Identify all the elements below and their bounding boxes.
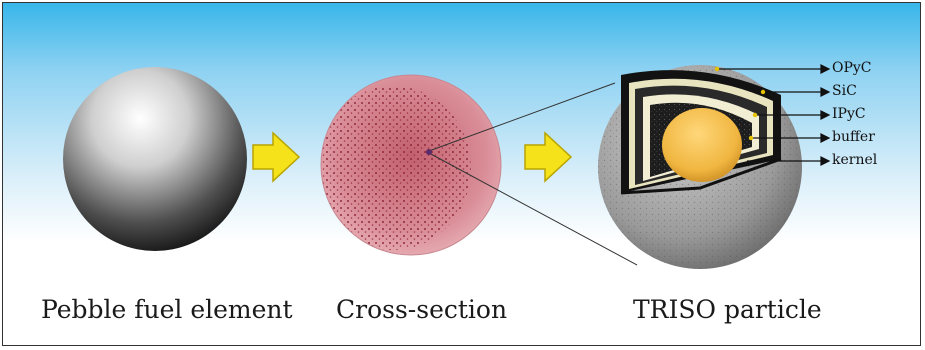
caption-cross-section: Cross-section [336, 295, 507, 324]
cross-section-disc [315, 75, 501, 255]
diagram-frame: OPyC SiC IPyC buffer kernel Pebble fuel … [2, 2, 921, 346]
caption-pebble: Pebble fuel element [41, 295, 293, 324]
arrow-right-icon [253, 133, 299, 181]
layer-label-opyc: OPyC [832, 60, 872, 76]
arrow-right-icon-2 [525, 133, 571, 181]
layer-label-buffer: buffer [832, 129, 875, 145]
pebble-sphere [63, 67, 247, 251]
caption-triso: TRISO particle [633, 295, 822, 324]
zoom-point [426, 149, 432, 155]
layer-label-ipyc: IPyC [832, 106, 866, 122]
layer-label-kernel: kernel [832, 152, 877, 168]
triso-particle [598, 65, 802, 269]
layer-label-sic: SiC [832, 83, 857, 99]
